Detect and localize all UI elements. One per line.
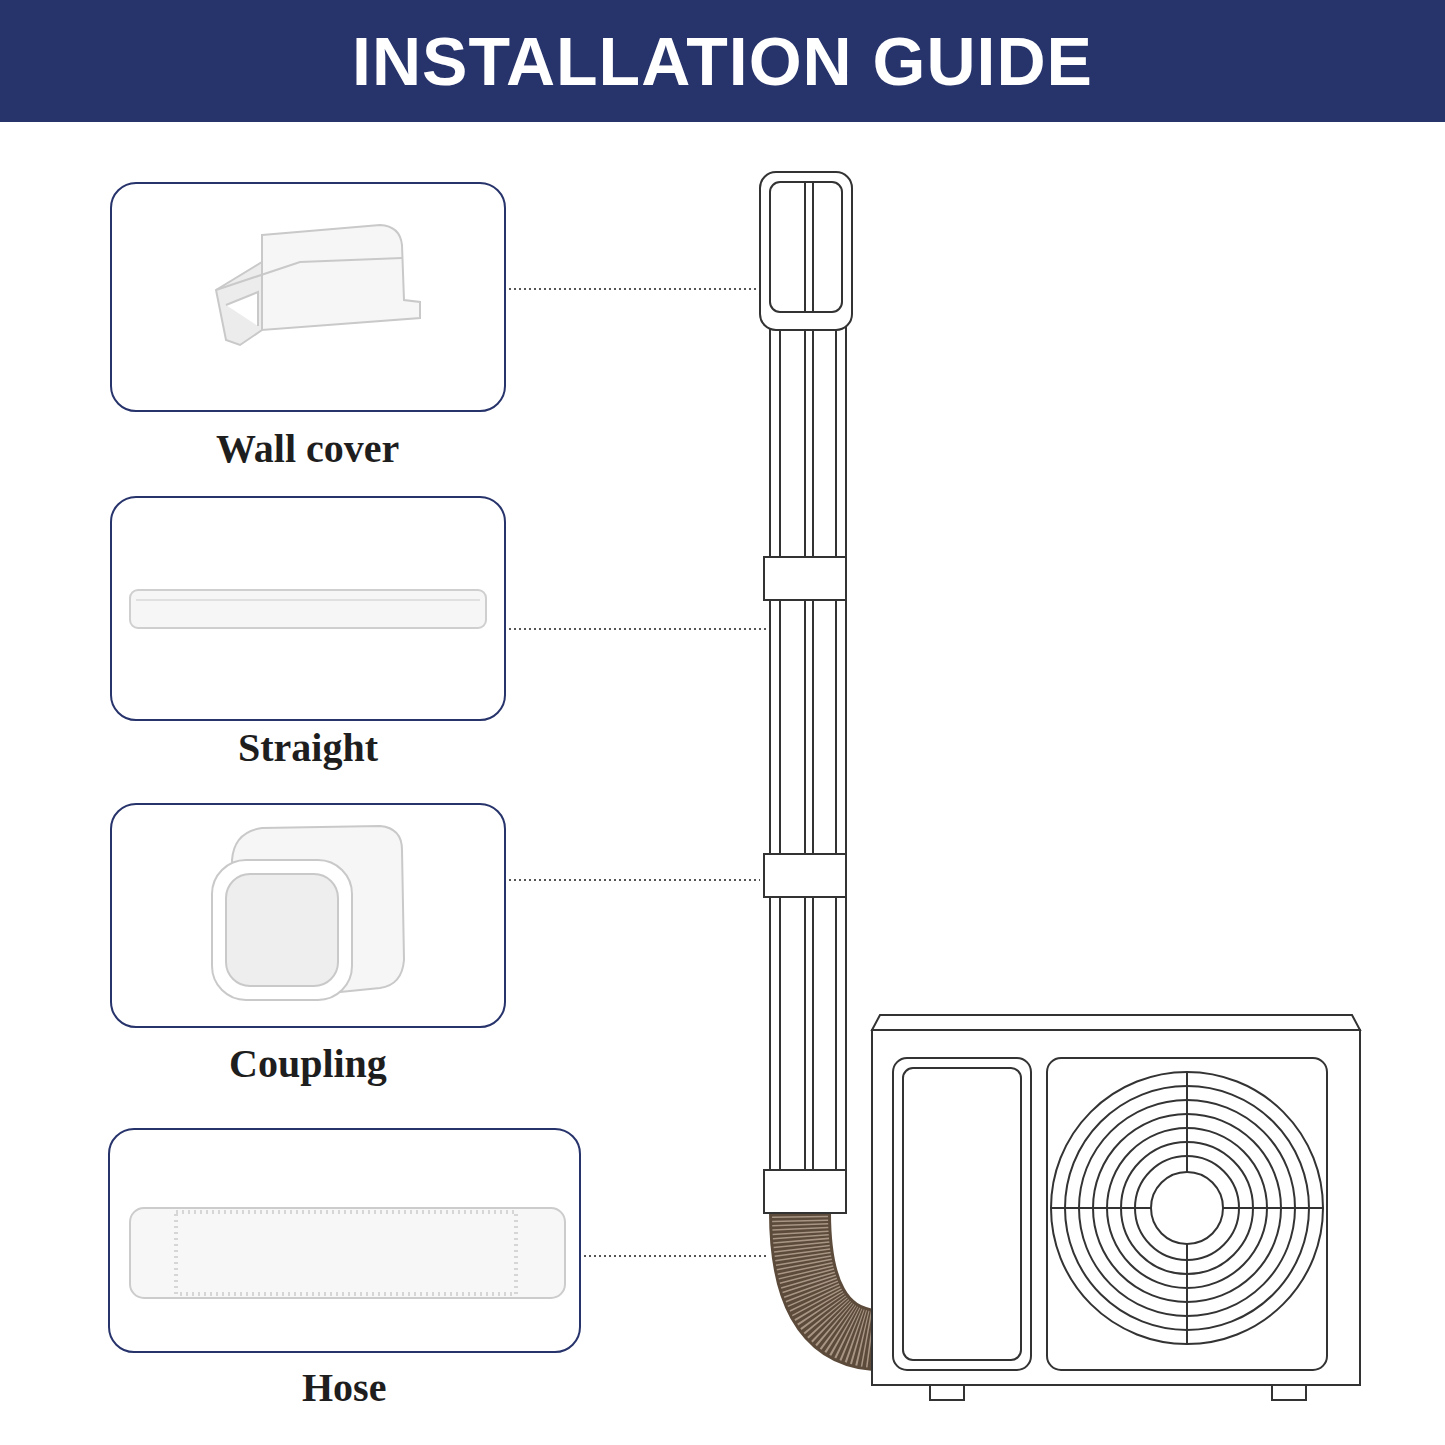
wall-cover-picture xyxy=(216,225,420,345)
leader-lines xyxy=(509,289,768,1256)
part-panel: Straight xyxy=(110,496,506,778)
part-caption: Wall cover xyxy=(216,425,399,472)
panel-border xyxy=(110,803,506,1028)
part-caption: Coupling xyxy=(229,1040,387,1087)
part-caption: Straight xyxy=(238,724,378,771)
straight-picture xyxy=(130,590,486,628)
page-title: INSTALLATION GUIDE xyxy=(0,0,1445,122)
part-panel: Hose xyxy=(108,1128,581,1418)
hose-picture xyxy=(130,1208,565,1298)
panel-border xyxy=(110,496,506,721)
part-panel: Wall cover xyxy=(110,182,506,479)
part-caption: Hose xyxy=(302,1364,386,1411)
panel-border xyxy=(108,1128,581,1353)
panel-border xyxy=(110,182,506,412)
part-panel: Coupling xyxy=(110,803,506,1094)
outdoor-unit xyxy=(872,1015,1360,1400)
duct-drawing xyxy=(760,172,874,1340)
coupling-picture xyxy=(212,826,404,1000)
